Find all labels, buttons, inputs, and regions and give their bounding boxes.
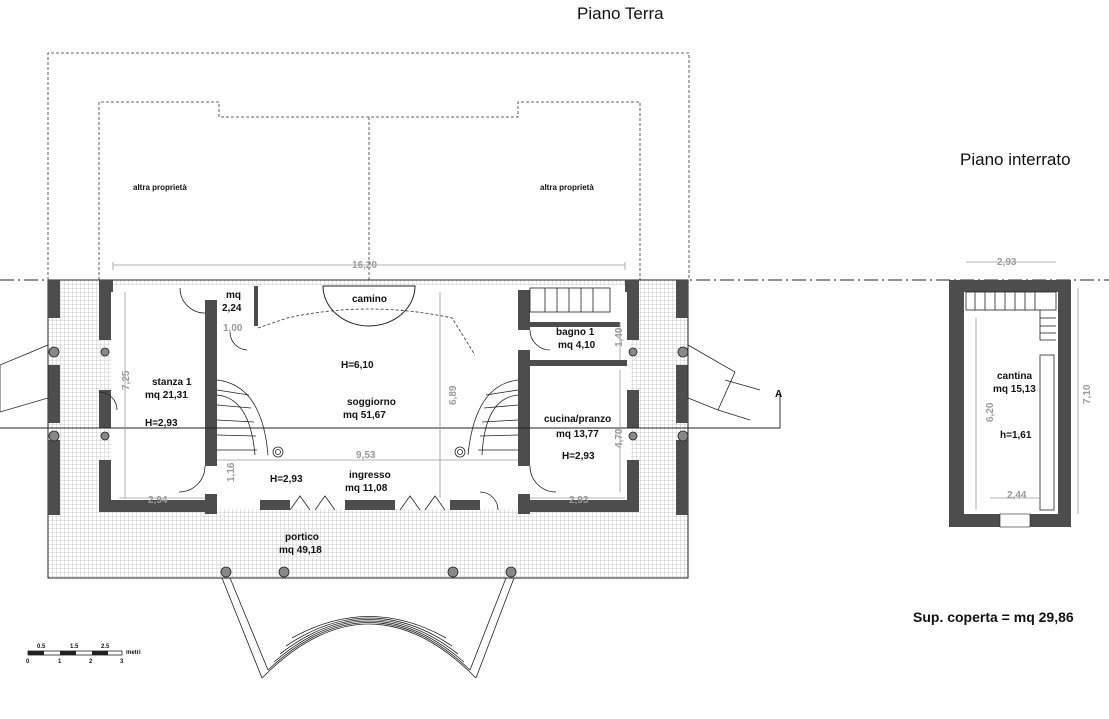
cantina-name: cantina: [997, 371, 1032, 382]
cantina-area: mq 15,13: [993, 384, 1036, 395]
room-labels: stanza 1 mq 21,31 H=2,93 mq 2,24 camino …: [145, 290, 611, 556]
soggiorno-name: soggiorno: [347, 397, 396, 408]
soggiorno-area: mq 51,67: [343, 410, 386, 421]
dim-2-93: 2,93: [569, 495, 589, 506]
ingresso-area: mq 11,08: [345, 483, 388, 494]
ground-floor-title: Piano Terra: [577, 4, 664, 23]
portico-area: mq 49,18: [279, 545, 322, 556]
camino-label: camino: [352, 294, 387, 305]
dim-total-width: 16,20: [352, 260, 377, 271]
dim-1-16: 1,16: [226, 462, 237, 482]
bagno-area: mq 4,10: [558, 340, 596, 351]
ingresso-name: ingresso: [349, 470, 391, 481]
dim-1-00: 1,00: [223, 323, 243, 334]
scale-tick-1: 1: [58, 659, 62, 665]
basement-title: Piano interrato: [960, 150, 1071, 169]
scale-tick-2: 2: [89, 659, 93, 665]
stanza-name: stanza 1: [152, 377, 192, 388]
basement-dim-left: 6,20: [985, 402, 996, 422]
surface-total: Sup. coperta = mq 29,86: [913, 609, 1074, 625]
scale-tick-0-5: 0.5: [37, 644, 46, 650]
cucina-area: mq 13,77: [556, 429, 599, 440]
scale-bar: 0.5 1.5 2.5 0 1 2 3 metri: [26, 644, 141, 665]
cucina-height: H=2,93: [562, 451, 595, 462]
dim-9-53: 9,53: [356, 450, 376, 461]
cantina-height: h=1,61: [1000, 430, 1032, 441]
scale-tick-0: 0: [26, 659, 30, 665]
cucina-name: cucina/pranzo: [544, 414, 611, 425]
wc-name: mq: [226, 290, 241, 301]
wc-area: 2,24: [222, 303, 242, 314]
basement-plan: 2,93 6,20 7,10 2,44 cantina mq 15,13 h=1…: [949, 257, 1093, 528]
neighbor-label-left: altra proprietà: [133, 183, 187, 192]
soggiorno-height: H=6,10: [341, 360, 374, 371]
stanza-area: mq 21,31: [145, 390, 188, 401]
ground-floor-building: A: [0, 279, 782, 679]
scale-tick-1-5: 1.5: [70, 644, 79, 650]
dim-4-70: 4,70: [614, 428, 625, 448]
neighbor-label-right: altra proprietà: [540, 183, 594, 192]
basement-dim-top: 2,93: [997, 257, 1017, 268]
basement-dim-bottom: 2,44: [1007, 490, 1027, 501]
dimension-lines: [112, 262, 626, 499]
scale-tick-3: 3: [120, 659, 124, 665]
bagno-name: bagno 1: [556, 327, 595, 338]
dim-7-25: 7,25: [121, 370, 132, 390]
scale-tick-2-5: 2.5: [101, 644, 110, 650]
dim-1-40: 1,40: [614, 327, 625, 347]
neighbor-outline: [47, 52, 690, 280]
stanza-height: H=2,93: [145, 418, 178, 429]
basement-dim-right: 7,10: [1082, 384, 1093, 404]
portico-name: portico: [285, 532, 319, 543]
scale-unit: metri: [126, 650, 141, 656]
ingresso-height: H=2,93: [270, 474, 303, 485]
dim-6-89: 6,89: [448, 385, 459, 405]
dim-2-94: 2,94: [148, 495, 168, 506]
section-marker: A: [775, 389, 782, 400]
